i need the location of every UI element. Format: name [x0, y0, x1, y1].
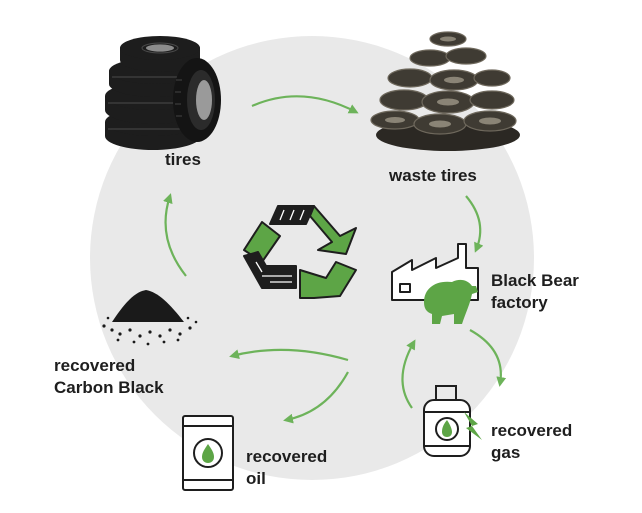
label-recovered-oil: recovered oil	[246, 447, 328, 488]
label-recovered-carbon-black: recovered Carbon Black	[54, 356, 164, 397]
arrow-factory-to-gas	[469, 329, 507, 387]
arrow-waste-to-factory	[465, 195, 484, 253]
arrow-carbon-to-tires	[163, 193, 187, 277]
tire-stack-icon	[105, 36, 221, 150]
label-tires: tires	[165, 150, 201, 169]
label-waste-tires: waste tires	[389, 166, 477, 185]
waste-tire-pile-icon	[370, 31, 520, 151]
gas-cylinder-icon	[423, 385, 482, 457]
arrow-gas-to-factory	[401, 339, 416, 409]
arrow-tires-to-waste	[251, 95, 359, 114]
carbon-black-pile-icon	[102, 290, 198, 346]
cycle-arrows	[163, 95, 507, 424]
label-factory: Black Bear factory	[491, 271, 579, 312]
arrow-factory-to-carbon	[229, 348, 349, 362]
oil-barrel-icon	[182, 415, 234, 491]
label-recovered-gas: recovered gas	[491, 421, 573, 462]
arrow-factory-to-oil	[283, 371, 349, 424]
recycle-tire-icon	[243, 205, 357, 299]
bear-icon	[424, 279, 478, 324]
